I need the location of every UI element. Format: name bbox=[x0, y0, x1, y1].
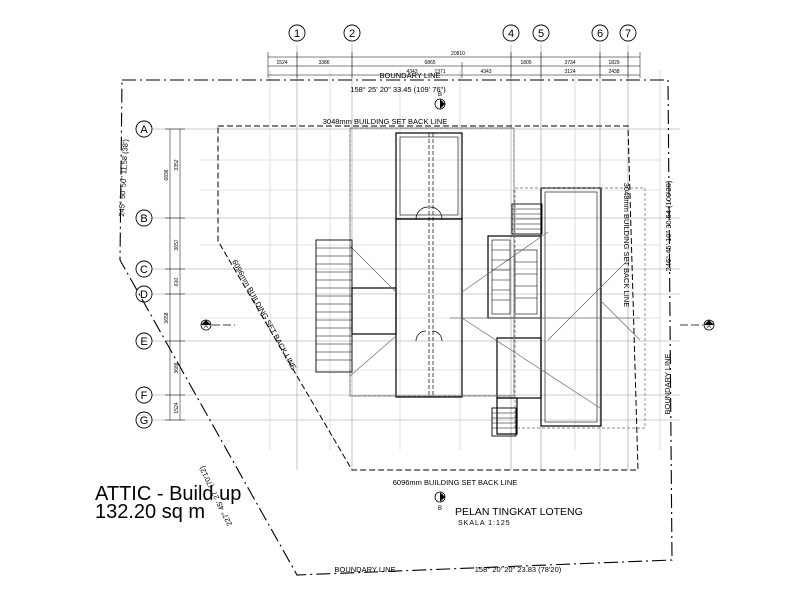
grid-column-markers: 1 2 4 5 6 7 bbox=[288, 24, 637, 42]
area-value: 132.20 sq m bbox=[95, 501, 205, 523]
setback-top-label: 3048mm BUILDING SET BACK LINE bbox=[323, 117, 448, 126]
dim: 1829 bbox=[608, 60, 619, 66]
dim: 6865 bbox=[424, 60, 435, 66]
dim: 3658 bbox=[164, 312, 170, 323]
top-dimensions bbox=[267, 52, 641, 78]
grid-row-label: E bbox=[140, 336, 147, 348]
grid-row-label: G bbox=[140, 415, 149, 427]
boundary-right-label: BOUNDARY LINE bbox=[663, 354, 672, 415]
dim: 1371 bbox=[434, 69, 445, 75]
top-dimension-text: 20810 1524 3386 6865 1805 3734 1829 4343… bbox=[276, 51, 619, 75]
hatch-areas bbox=[315, 203, 543, 437]
dim: 3734 bbox=[564, 60, 575, 66]
grid-col-label: 5 bbox=[538, 28, 544, 40]
roof-lines bbox=[349, 127, 646, 429]
drawing-title-block: PELAN TINGKAT LOTENG SKALA 1:125 bbox=[455, 506, 583, 527]
boundary-left-bearing: 245° 50' 50" 11.58 (38') bbox=[117, 138, 130, 216]
section-mark-label: A bbox=[204, 324, 208, 330]
area-title: ATTIC - Build up bbox=[95, 483, 241, 505]
boundary-bottom-label: BOUNDARY LINE bbox=[335, 565, 396, 574]
grid-row-markers: A B C D E F G bbox=[135, 120, 153, 429]
boundary-top-label: BOUNDARY LINE bbox=[380, 71, 441, 80]
section-mark-label: B bbox=[438, 506, 442, 512]
grid-col-label: 2 bbox=[349, 28, 355, 40]
setback-line bbox=[217, 125, 639, 471]
grid-row-label: A bbox=[140, 124, 148, 136]
grid-col-label: 6 bbox=[597, 28, 603, 40]
setback-left-label: 6096mm BUILDING SET BACK LINE bbox=[230, 258, 298, 371]
dim: 6836 bbox=[164, 169, 170, 180]
dim: 4343 bbox=[480, 69, 491, 75]
boundary-right-bearing: 246° 45' 10" 30.54 (100'20) bbox=[664, 180, 673, 271]
dim: 610 bbox=[174, 278, 180, 287]
section-mark-label: B bbox=[438, 92, 442, 98]
grid-col-label: 7 bbox=[625, 28, 631, 40]
dim: 3124 bbox=[564, 69, 575, 75]
boundary-top-bearing: 158° 25' 20" 33.45 (109' 76") bbox=[350, 85, 446, 94]
section-markers: B B A A bbox=[200, 92, 715, 512]
dim: 1805 bbox=[520, 60, 531, 66]
drawing-title: PELAN TINGKAT LOTENG bbox=[455, 506, 583, 518]
left-dimensions bbox=[165, 128, 185, 421]
dim: 3352 bbox=[174, 159, 180, 170]
site-boundary bbox=[119, 79, 673, 576]
section-mark-label: A bbox=[707, 324, 711, 330]
building-outline bbox=[351, 132, 602, 435]
dim: 1524 bbox=[174, 402, 180, 413]
boundary-bottom-bearing: 158° 20' 20" 23.83 (78'20) bbox=[475, 565, 562, 574]
setback-bottom-label: 6096mm BUILDING SET BACK LINE bbox=[393, 478, 518, 487]
grid-row-label: D bbox=[140, 289, 148, 301]
dim: 1524 bbox=[276, 60, 287, 66]
left-dimension-text: 6836 3352 3657 610 3658 3688 1524 bbox=[164, 159, 180, 413]
grid-row-label: F bbox=[141, 390, 148, 402]
grid-row-label: C bbox=[140, 264, 148, 276]
dim: 4343 bbox=[406, 69, 417, 75]
dim: 3657 bbox=[174, 239, 180, 250]
dim-overall: 20810 bbox=[451, 51, 465, 57]
setback-right-label: 3048mm BUILDING SET BACK LINE bbox=[622, 183, 631, 308]
grid-row-label: B bbox=[140, 213, 147, 225]
dim: 3386 bbox=[318, 60, 329, 66]
area-label-block: ATTIC - Build up 132.20 sq m bbox=[95, 483, 241, 523]
grid-col-label: 1 bbox=[294, 28, 300, 40]
dim: 2438 bbox=[608, 69, 619, 75]
drawing-scale: SKALA 1:125 bbox=[458, 520, 511, 527]
dim: 3688 bbox=[174, 362, 180, 373]
grid-col-label: 4 bbox=[508, 28, 514, 40]
